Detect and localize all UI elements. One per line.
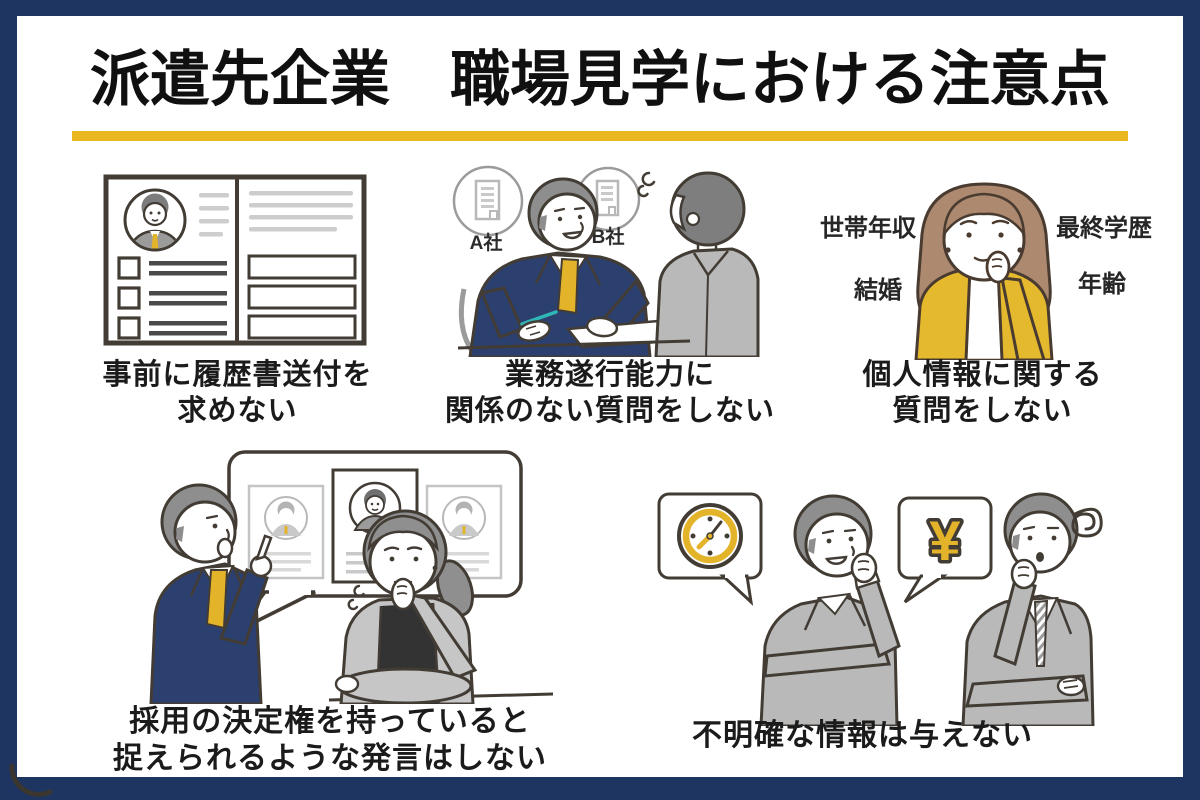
- hand: [1056, 675, 1086, 697]
- smile: [824, 555, 848, 565]
- hand-on-chin: [390, 577, 416, 611]
- yellow-tie: [556, 257, 580, 315]
- hand: [585, 316, 619, 338]
- resume-illustration: [103, 174, 367, 346]
- company-a-label: A社: [470, 231, 503, 254]
- label-household-income: 世帯年収: [820, 214, 917, 242]
- caption-unclear-info: 不明確な情報は与えない: [692, 719, 1033, 752]
- company-b-label: B社: [592, 225, 625, 248]
- decorative-curl: [9, 763, 53, 797]
- flustered-marks: [347, 584, 365, 611]
- unclear-info-illustration: ¥: [643, 484, 1103, 726]
- clock-speech-bubble: [657, 492, 763, 607]
- caption-hiring-authority: 採用の決定権を持っていると 捉えられるような発言はしない: [113, 705, 547, 776]
- flustered-marks: [637, 171, 656, 198]
- label-age: 年齢: [1078, 270, 1126, 298]
- company-a-icon: [452, 165, 524, 237]
- hair-fringe: [942, 192, 1026, 239]
- label-final-education: 最終学歴: [1056, 214, 1152, 242]
- hand: [334, 674, 360, 694]
- earring: [432, 565, 438, 571]
- index-finger: [255, 534, 273, 561]
- resume-text-lines: [199, 191, 353, 237]
- yen-speech-bubble: ¥: [897, 496, 993, 604]
- explaining-man-figure: [759, 494, 901, 726]
- folded-arm: [965, 674, 1089, 708]
- ear: [685, 211, 701, 227]
- caption-personal-info: 個人情報に関する 質問をしない: [862, 359, 1103, 427]
- hair-back: [670, 171, 746, 247]
- pointing-arm: [218, 568, 269, 646]
- pen: [520, 310, 558, 326]
- confused-man-figure: [961, 492, 1095, 726]
- yellow-tie: [205, 569, 229, 630]
- confusion-squiggle-icon: [1071, 507, 1103, 538]
- surprised-mouth: [1036, 552, 1044, 562]
- candidate-figure: [654, 171, 760, 357]
- candidate-card-left: [247, 484, 325, 580]
- hand-on-chin: [985, 250, 1011, 284]
- arm: [993, 578, 1037, 667]
- sleeve: [1000, 276, 1046, 360]
- hiring-authority-illustration: [103, 446, 553, 704]
- title-underline-bar: [72, 131, 1128, 141]
- face: [537, 192, 597, 252]
- hand-on-chin: [1010, 558, 1038, 590]
- smile: [561, 230, 583, 240]
- resume-field-boxes: [247, 254, 357, 340]
- hand: [517, 320, 551, 342]
- caption-resume: 事前に履歴書送付を 求めない: [102, 359, 373, 427]
- thinking-woman-figure: [914, 182, 1054, 360]
- interview-illustration: A社 B社: [450, 161, 760, 357]
- resume-checkbox-rows: [117, 256, 227, 340]
- chair-back: [458, 288, 475, 353]
- earring: [1017, 247, 1023, 253]
- page-title: 派遣先企業 職場見学における注意点: [90, 46, 1110, 113]
- personal-info-illustration: 世帯年収 最終学歴 結婚 年齢: [812, 168, 1157, 360]
- hair-fringe: [367, 514, 439, 552]
- desk-edge: [457, 339, 691, 350]
- label-marriage: 結婚: [853, 276, 902, 304]
- profile-cheek: [669, 193, 687, 233]
- yen-icon: ¥: [929, 509, 960, 572]
- fist-under-chin: [850, 552, 878, 584]
- pointing-man-figure: [149, 483, 273, 704]
- striped-tie: [1033, 599, 1049, 667]
- worried-woman-figure: [334, 509, 478, 704]
- arm: [404, 591, 478, 680]
- clock-icon: [677, 503, 743, 569]
- resume-photo: [123, 188, 187, 252]
- open-mouth: [216, 537, 234, 559]
- recruiter-figure: [468, 177, 675, 357]
- caption-interview: 業務遂行能力に 関係のない質問をしない: [444, 359, 775, 427]
- earring: [945, 247, 951, 253]
